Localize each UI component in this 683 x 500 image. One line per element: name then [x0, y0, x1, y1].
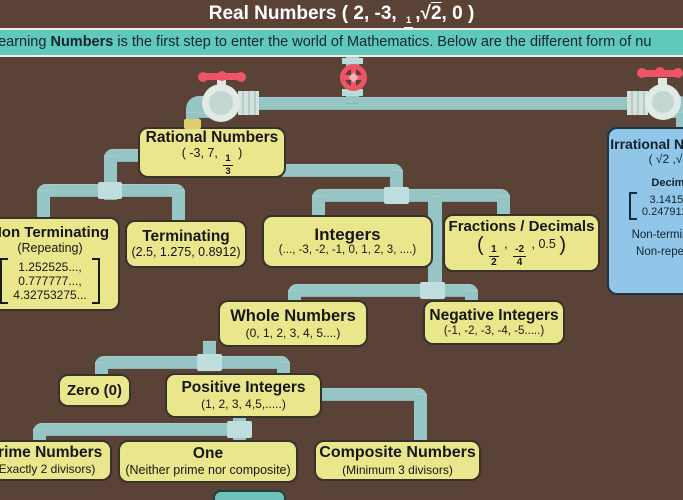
pipe-segment	[95, 356, 290, 369]
example-value: 1.252525...,	[18, 260, 82, 275]
pipe-segment	[288, 284, 478, 297]
box-title: Terminating	[142, 227, 230, 245]
pipe-segment	[312, 195, 325, 219]
info-banner: Learning Numbers is the first step to en…	[0, 30, 683, 55]
pipe-segment	[497, 195, 510, 219]
radical-symbol: √	[420, 3, 431, 24]
example-bracket: 3.1415..., 0.2479123...	[628, 192, 683, 221]
faucet-right-flange-inner	[652, 91, 674, 113]
pipe-segment	[312, 189, 510, 202]
box-title: Irrational Numbers	[610, 136, 683, 152]
box-subtitle: ( √2 ,√3 )	[648, 152, 683, 167]
example-bracket: 1.252525..., 0.777777..., 4.32753275...	[0, 258, 100, 305]
faucet-left-stem	[217, 79, 226, 86]
one-box: One (Neither prime nor composite)	[118, 440, 298, 483]
box-title: Positive Integers	[181, 379, 306, 397]
yellow-coupling	[184, 119, 201, 129]
faucet-right-coupling	[627, 91, 648, 115]
example-value: 0.777777...,	[18, 274, 82, 289]
faucet-right-stem	[658, 78, 667, 85]
faucet-left-coupling	[238, 91, 259, 115]
box-title: Integers	[314, 224, 381, 244]
box-subtitle: (2.5, 1.275, 0.8912)	[131, 245, 241, 260]
pipe-junction	[384, 187, 409, 204]
box-subtitle: (1, 2, 3, 4,5,.....)	[201, 397, 286, 412]
positive-integers-box: Positive Integers (1, 2, 3, 4,5,.....)	[165, 373, 322, 418]
note-text: Non-terminating	[631, 229, 683, 242]
box-title: Zero (0)	[66, 381, 122, 399]
pipe-flange	[342, 89, 363, 96]
box-title: One	[192, 445, 224, 463]
box-title: Fractions / Decimals	[448, 217, 595, 235]
box-title: Negative Integers	[429, 306, 559, 324]
box-subtitle: (0, 1, 2, 3, 4, 5....)	[245, 325, 341, 340]
box-title: Rational Numbers	[145, 128, 279, 146]
pipe-segment	[172, 190, 185, 222]
box-title: Non Terminating	[0, 223, 110, 241]
faucet-handle-knob	[236, 72, 246, 82]
pipe-segment	[33, 429, 46, 443]
box-title: Composite Numbers	[319, 444, 476, 462]
pipe-junction	[227, 421, 252, 438]
page-title: Real Numbers ( 2, -3, 13,√2, 0 )	[0, 0, 683, 38]
divider-line	[0, 55, 683, 57]
box-title: Whole Numbers	[230, 306, 356, 325]
pipe-junction	[98, 182, 122, 199]
faucet-right-spout	[676, 112, 683, 130]
prime-numbers-box: Prime Numbers (Exactly 2 divisors)	[0, 440, 112, 481]
faucet-handle-knob	[198, 72, 208, 82]
pipe-flange	[342, 58, 363, 64]
integers-box: Integers (..., -3, -2, -1, 0, 1, 2, 3, .…	[262, 215, 433, 268]
decimal-label: Decimal	[651, 177, 683, 190]
box-subtitle: (Minimum 3 divisors)	[342, 462, 453, 477]
box-subtitle: (Repeating)	[17, 241, 83, 256]
terminating-box: Terminating (2.5, 1.275, 0.8912)	[125, 220, 247, 268]
faucet-handle-knob	[637, 68, 647, 78]
box-title: Prime Numbers	[0, 444, 103, 462]
pipe-main-horizontal	[200, 97, 645, 110]
example-value: 4.32753275...	[13, 288, 87, 303]
pipe-segment	[282, 164, 403, 177]
pipe-segment	[320, 388, 427, 401]
bottom-peek-element	[213, 490, 286, 500]
example-value: 0.2479123...	[641, 206, 683, 219]
faucet-left-flange-inner	[209, 91, 233, 115]
faucet-handle-knob	[217, 71, 227, 81]
pipe-segment	[414, 394, 427, 442]
box-subtitle: (-1, -2, -3, -4, -5.....)	[443, 324, 545, 337]
divider-line	[0, 28, 683, 30]
box-subtitle: (..., -3, -2, -1, 0, 1, 2, 3, ....)	[278, 244, 417, 257]
whole-numbers-box: Whole Numbers (0, 1, 2, 3, 4, 5....)	[218, 300, 368, 347]
note-text: Non-repeating	[636, 245, 683, 258]
composite-numbers-box: Composite Numbers (Minimum 3 divisors)	[314, 440, 481, 481]
pipe-junction	[420, 282, 445, 299]
title-text: Real Numbers ( 2, -3,	[208, 3, 397, 24]
pipe-segment	[33, 423, 246, 436]
box-subtitle: (Exactly 2 divisors)	[0, 462, 96, 477]
banner-text: Learning	[0, 34, 47, 50]
example-value: 3.1415...,	[649, 194, 683, 207]
box-subtitle: (Neither prime nor composite)	[125, 462, 291, 477]
faucet-handle-knob	[655, 67, 665, 77]
negative-integers-box: Negative Integers (-1, -2, -3, -4, -5...…	[423, 300, 565, 345]
faucet-handle-knob	[673, 68, 683, 78]
zero-box: Zero (0)	[58, 374, 131, 407]
pipe-junction	[197, 354, 222, 371]
irrational-numbers-box: Irrational Numbers ( √2 ,√3 ) Decimal 3.…	[607, 127, 683, 295]
non-terminating-box: Non Terminating (Repeating) 1.252525...,…	[0, 217, 120, 311]
pipe-segment	[37, 190, 50, 220]
